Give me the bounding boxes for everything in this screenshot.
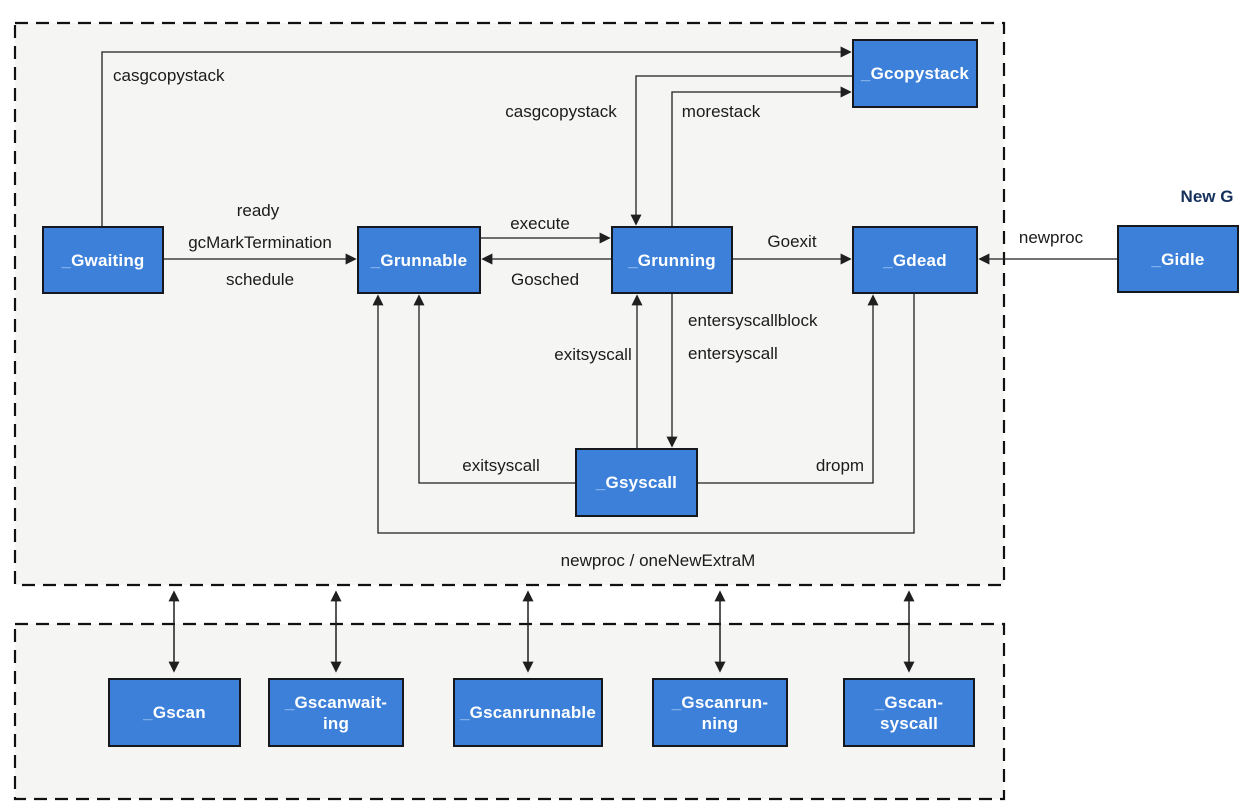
- state-gscanrunnable: _Gscanrunnable: [453, 678, 603, 747]
- edge-label-ready: ready: [236, 201, 280, 220]
- state-gscan: _Gscan: [108, 678, 241, 747]
- edge-label-gcmarktermination: gcMarkTermination: [188, 233, 332, 252]
- state-gidle-label: _Gidle: [1151, 249, 1205, 269]
- state-gsyscall-label: _Gsyscall: [595, 473, 678, 492]
- edge-label-casgcopystack-top: casgcopystack: [113, 66, 225, 85]
- arrow-grunning-to-gcopystack-morestack: [671, 86, 852, 226]
- state-gdead: _Gdead: [852, 226, 978, 294]
- edge-label-exitsyscall-vertical: exitsyscall: [554, 345, 632, 364]
- state-gscansyscall: _Gscan- syscall: [843, 678, 975, 747]
- edge-label-casgcopystack-mid: casgcopystack: [505, 102, 617, 121]
- arrow-gcopystack-to-grunning: [630, 75, 852, 226]
- state-gwaiting: _Gwaiting: [42, 226, 164, 294]
- state-gscansyscall-label: _Gscan- syscall: [874, 692, 944, 733]
- edge-label-dropm: dropm: [815, 456, 865, 475]
- state-gsyscall: _Gsyscall: [575, 448, 698, 517]
- state-grunning-label: _Grunning: [628, 250, 716, 270]
- state-grunnable: _Grunnable: [357, 226, 481, 294]
- edge-label-entersyscallblock: entersyscallblock: [688, 311, 818, 330]
- state-gscanrunnable-label: _Gscanrunnable: [459, 703, 596, 722]
- edge-label-schedule: schedule: [225, 270, 295, 289]
- state-gcopystack: _Gcopystack: [852, 39, 978, 108]
- state-gwaiting-label: _Gwaiting: [61, 250, 145, 270]
- edge-label-goexit: Goexit: [767, 232, 817, 251]
- main-states-dashed-box: [13, 21, 1006, 587]
- state-gscan-label: _Gscan: [143, 703, 206, 722]
- edge-label-execute: execute: [510, 214, 570, 233]
- state-grunnable-label: _Grunnable: [370, 250, 468, 270]
- new-g-annotation: New G: [1180, 187, 1234, 206]
- arrow-gsyscall-to-grunnable-exitsyscall: [413, 294, 575, 484]
- arrow-gwaiting-to-gcopystack: [101, 46, 852, 226]
- edge-label-newproc-onenewextram: newproc / oneNewExtraM: [560, 551, 756, 570]
- state-gidle: _Gidle: [1117, 225, 1239, 293]
- state-gscanrunning: _Gscanrun- ning: [652, 678, 788, 747]
- edge-label-newproc: newproc: [1018, 228, 1084, 247]
- edge-label-entersyscall: entersyscall: [688, 344, 778, 363]
- state-gdead-label: _Gdead: [883, 250, 947, 270]
- edge-label-exitsyscall-lower: exitsyscall: [462, 456, 540, 475]
- edge-label-gosched: Gosched: [510, 270, 580, 289]
- state-grunning: _Grunning: [611, 226, 733, 294]
- edge-label-morestack: morestack: [681, 102, 761, 121]
- arrow-gsyscall-to-gdead-dropm: [698, 294, 879, 484]
- arrow-gdead-to-grunnable-newproc: [372, 294, 915, 534]
- state-gscanrunning-label: _Gscanrun- ning: [671, 692, 769, 733]
- state-gscanwaiting-label: _Gscanwait- ing: [284, 692, 388, 733]
- state-gcopystack-label: _Gcopystack: [860, 64, 970, 83]
- state-gscanwaiting: _Gscanwait- ing: [268, 678, 404, 747]
